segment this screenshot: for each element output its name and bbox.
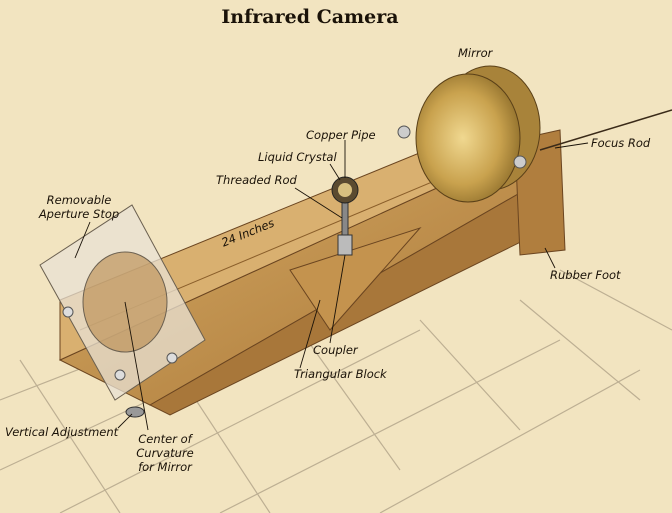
label-triangular-block: Triangular Block bbox=[294, 367, 387, 381]
mirror bbox=[397, 65, 541, 203]
diagram-title: Infrared Camera bbox=[221, 6, 399, 28]
vertical-adjustment-foot bbox=[125, 406, 145, 418]
label-line: Curvature bbox=[136, 446, 194, 460]
label-rubber-foot: Rubber Foot bbox=[550, 268, 621, 282]
label-coupler: Coupler bbox=[313, 343, 358, 357]
label-vertical-adjustment: Vertical Adjustment bbox=[5, 425, 119, 439]
label-threaded-rod: Threaded Rod bbox=[216, 173, 297, 187]
focus-rod bbox=[539, 109, 672, 151]
label-copper-pipe: Copper Pipe bbox=[306, 128, 376, 142]
liquid-crystal-assembly bbox=[331, 176, 359, 256]
label-center-of-curvature: Center of Curvature for Mirror bbox=[125, 432, 205, 474]
triangular-block bbox=[289, 226, 422, 331]
label-line: Removable bbox=[46, 193, 112, 207]
leader-lines bbox=[74, 140, 589, 431]
label-focus-rod: Focus Rod bbox=[591, 136, 651, 150]
label-line: Center of bbox=[138, 432, 192, 446]
label-removable-aperture-stop: Removable Aperture Stop bbox=[24, 193, 134, 221]
label-line: for Mirror bbox=[138, 460, 192, 474]
label-liquid-crystal: Liquid Crystal bbox=[258, 150, 337, 164]
label-mirror: Mirror bbox=[458, 46, 493, 60]
label-line: Aperture Stop bbox=[38, 207, 120, 221]
